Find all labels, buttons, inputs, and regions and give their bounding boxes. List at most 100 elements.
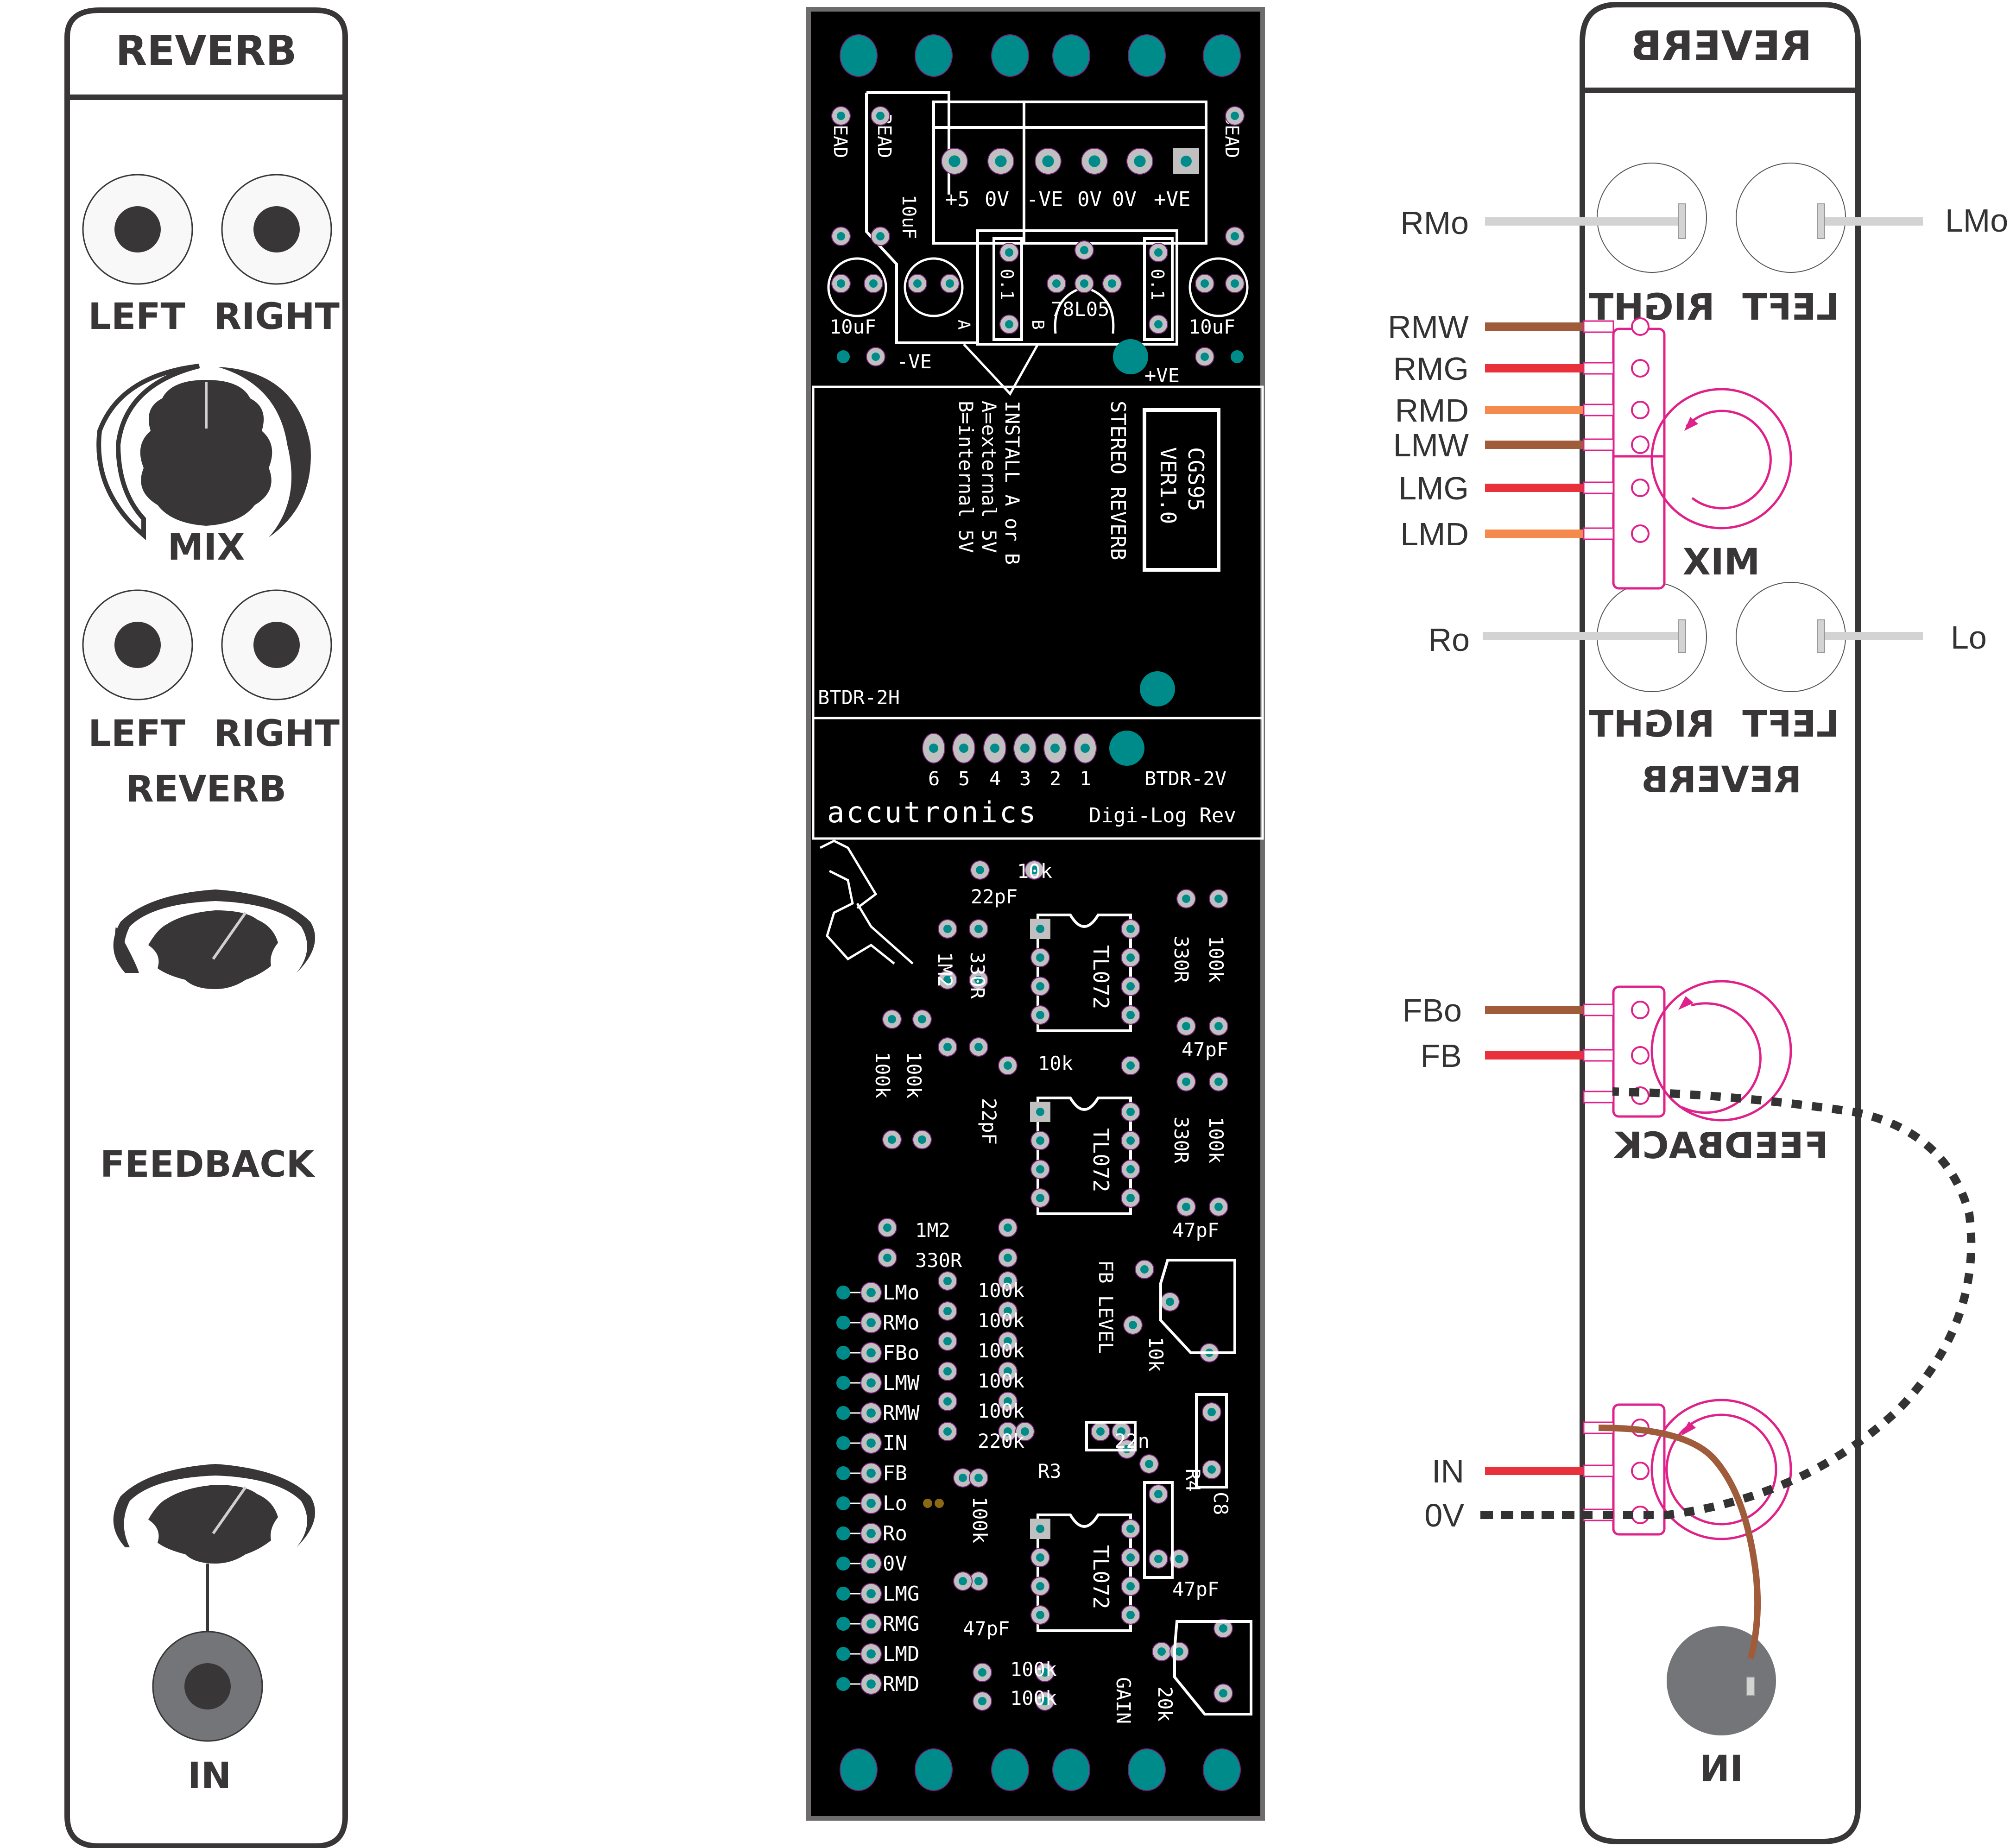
knob-feedback[interactable] <box>113 889 316 989</box>
io-pad-label: IN <box>883 1432 907 1455</box>
pad-hole <box>1004 1427 1012 1436</box>
pad-hole <box>913 279 922 288</box>
pad-hole <box>1219 1624 1227 1633</box>
component-label: 100k <box>978 1279 1024 1302</box>
power-header-pads <box>941 148 1199 175</box>
pad-hole <box>946 279 954 288</box>
wire-label-rmo: RMo <box>1400 205 1469 241</box>
pot-pin <box>1631 479 1650 497</box>
pad-hole <box>1036 953 1044 962</box>
component-label: R3 <box>1038 1460 1062 1482</box>
mounting-hole <box>991 1748 1029 1791</box>
back-label-mix-left: LEFT <box>1742 287 1839 328</box>
component-label: 1M2 <box>934 952 956 987</box>
cap-10uf-label-left: 10uF <box>829 315 876 338</box>
pad-hole <box>974 1043 983 1051</box>
pad-hole <box>929 744 938 753</box>
wire-ground-loop <box>1480 1087 1976 1519</box>
component-label: 330R <box>966 952 989 999</box>
pad-hole <box>943 1277 952 1285</box>
component-label: 100k <box>1010 1658 1057 1681</box>
pad-hole <box>1036 1165 1044 1173</box>
component-label: 10k <box>1038 1052 1073 1075</box>
pad-hole <box>1004 1307 1012 1315</box>
component-label: 22pF <box>978 1098 1000 1145</box>
jack-reverb-right[interactable] <box>221 589 332 700</box>
pad-hole <box>943 1043 952 1051</box>
jack-input[interactable] <box>152 1631 263 1742</box>
regulator-label: 78L05 <box>1051 298 1109 321</box>
mount-pad <box>1140 671 1175 706</box>
pad-hole <box>1004 1061 1012 1070</box>
pad-hole <box>1175 1555 1183 1563</box>
io-pad-label: Lo <box>883 1492 907 1515</box>
power-header-outline <box>932 101 1207 245</box>
pad-hole <box>943 976 952 984</box>
jack-mix-left[interactable] <box>82 174 193 285</box>
pad-hole <box>974 925 983 933</box>
pad-hole <box>1036 1011 1044 1019</box>
pad-hole <box>866 1679 876 1689</box>
pad-hole <box>876 112 885 120</box>
cap-c8-outline <box>1195 1393 1228 1488</box>
pad-hole <box>866 1499 876 1508</box>
btdr-2v-outline <box>812 717 1264 840</box>
pad-hole <box>1004 1224 1012 1232</box>
component-label: 22n <box>1114 1430 1150 1452</box>
pad-hole <box>1005 248 1013 257</box>
power-pin-label: +VE <box>1154 188 1190 211</box>
jack-reverb-left[interactable] <box>82 589 193 700</box>
pad-hole <box>888 1135 896 1144</box>
mounting-holes-bottom <box>840 1748 1241 1791</box>
pos-rail-label: +VE <box>1144 364 1180 387</box>
knob-input-level[interactable] <box>113 1464 315 1564</box>
wire-label-fbo: FBo <box>1403 992 1462 1028</box>
io-test-point <box>836 1557 850 1570</box>
pad-hole <box>869 279 878 288</box>
label-mix-left: LEFT <box>88 296 185 338</box>
ic-label: TL072 <box>1088 1545 1113 1609</box>
cap-0-1-label-1: 0.1 <box>997 269 1017 301</box>
pad-hole <box>1126 953 1135 962</box>
pad-hole <box>1021 1427 1029 1436</box>
wire-label-fb: FB <box>1421 1038 1462 1074</box>
label-reverb-right: RIGHT <box>214 713 340 755</box>
pad-hole <box>974 1474 983 1482</box>
wire-label-rmd: RMD <box>1395 392 1469 429</box>
jumper-pad <box>935 1499 944 1508</box>
io-test-point <box>836 1647 850 1661</box>
module-pin-label: 6 <box>928 767 940 790</box>
component-label: GAIN <box>1112 1677 1135 1724</box>
io-pad-label: RMG <box>883 1612 919 1636</box>
rotation-arrow-icon <box>1681 1421 1696 1436</box>
pad-hole <box>888 1015 896 1023</box>
jack-mix-right[interactable] <box>221 174 332 285</box>
wire-label-0v: 0V <box>1424 1497 1464 1533</box>
component-label: 100k <box>871 1052 894 1098</box>
module-pin-label: 5 <box>958 767 970 790</box>
cap-10uf-outline <box>1188 257 1249 317</box>
pad-hole <box>1166 1298 1174 1306</box>
accutronics-logo <box>819 839 914 965</box>
knob-mix[interactable] <box>96 364 311 540</box>
back-label-feedback-knob: FEEDBACK <box>1613 1125 1828 1167</box>
jumper-pad <box>923 1499 932 1508</box>
component-label: 47pF <box>1172 1578 1219 1601</box>
pad-hole <box>1126 1194 1135 1202</box>
io-test-point <box>836 1376 850 1390</box>
pad-hole <box>1231 279 1239 288</box>
io-pad-label: 0V <box>883 1552 907 1576</box>
pot-pin <box>1631 317 1650 336</box>
pad-hole <box>1126 1165 1135 1173</box>
io-pad-label: LMD <box>883 1642 919 1666</box>
ic-label: TL072 <box>1088 1128 1113 1192</box>
rotation-arrow-icon <box>1678 996 1694 1010</box>
pot-lug <box>1583 1091 1614 1104</box>
back-jack-input[interactable] <box>1667 1626 1776 1735</box>
pcb-pads <box>831 106 1245 1711</box>
io-test-point <box>836 1286 850 1299</box>
mount-pad <box>1109 731 1144 766</box>
pad-hole <box>866 1318 876 1327</box>
